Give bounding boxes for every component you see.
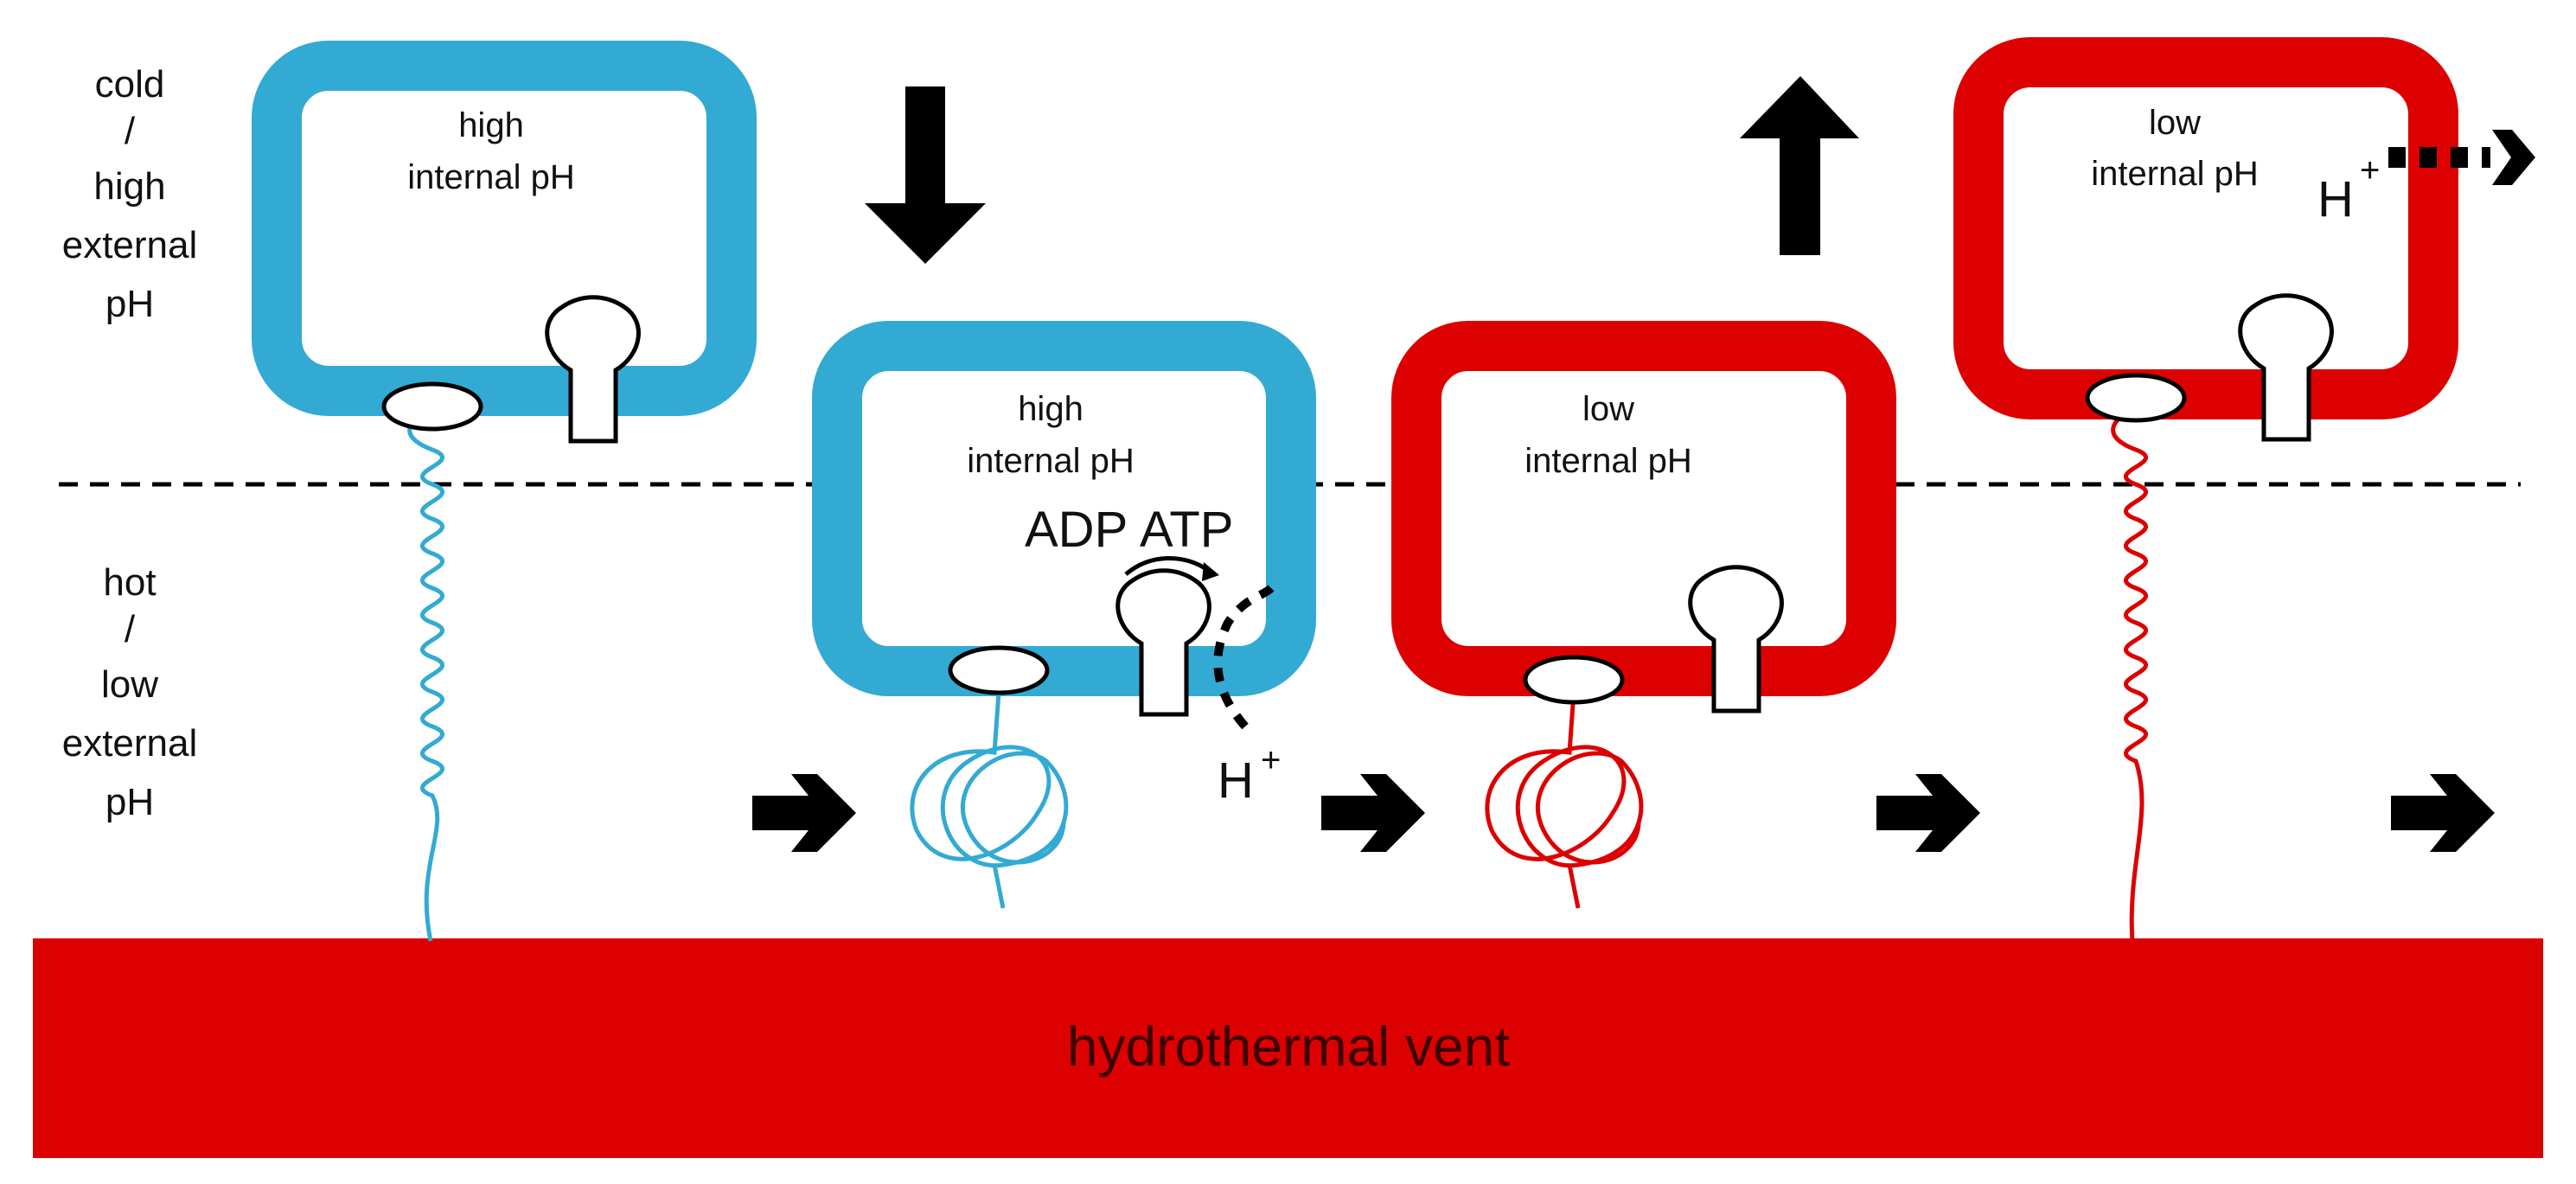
svg-text:/: / [125,608,136,650]
right-arrow-icon [2391,774,2495,852]
cell-label: low internal pH [1525,390,1691,480]
efflux-proton-label: H + [2317,151,2380,227]
svg-text:internal pH: internal pH [407,158,574,196]
svg-text:low: low [2149,104,2201,142]
adp-label: ADP [1025,502,1128,558]
right-arrow-icon [1321,774,1425,852]
anchor-protein [948,645,1050,695]
atp-label: ATP [1140,502,1234,558]
tether-coil-icon [2111,406,2148,942]
anchor-protein [2085,373,2187,423]
hot-zone-label: hot / low external pH [62,561,198,823]
svg-text:high: high [93,165,165,208]
proton-path-icon [1213,585,1275,730]
atp-synthase-icon [2238,293,2334,442]
svg-text:low: low [101,663,158,706]
right-arrow-icon [1876,774,1980,852]
svg-text:external: external [62,722,198,765]
cell-membrane [1953,37,2458,419]
cell-label: high internal pH [967,390,1134,480]
svg-text:pH: pH [105,283,154,325]
down-arrow-icon [865,86,986,264]
cell-label: high internal pH [407,106,574,196]
anchor-protein [1523,655,1625,705]
cell-label: low internal pH [2091,104,2258,193]
cell-membrane [1391,321,1896,696]
svg-text:internal pH: internal pH [1525,442,1691,480]
svg-text:internal pH: internal pH [967,442,1134,480]
svg-text:pH: pH [105,781,154,823]
svg-text:high: high [458,106,524,144]
anchor-protein [381,381,483,432]
right-arrow-icon [2492,130,2535,185]
svg-text:H: H [2317,171,2354,227]
rotation-arrow-icon [1124,556,1211,576]
rotation-arrowhead-icon [1202,562,1219,581]
svg-text:+: + [1261,741,1281,779]
hydrothermal-vent [33,938,2543,1158]
svg-text:H: H [1218,752,1254,809]
right-arrow-icon [752,774,856,852]
svg-text:external: external [62,224,198,266]
proton-label: H + [1218,741,1281,809]
vent-label: hydrothermal vent [1067,1015,1510,1078]
tether-tangle-icon [910,691,1069,909]
tether-coil-icon [407,406,444,942]
svg-text:+: + [2360,151,2380,189]
atp-synthase-icon [1115,568,1211,717]
svg-text:hot: hot [103,561,156,604]
svg-text:high: high [1018,390,1083,428]
svg-text:internal pH: internal pH [2091,155,2258,193]
svg-text:cold: cold [95,63,165,106]
up-arrow-icon [1740,76,1859,255]
atp-synthase-icon [545,295,641,444]
cold-zone-label: cold / high external pH [62,63,198,325]
svg-text:low: low [1582,390,1634,428]
tether-tangle-icon [1485,691,1644,909]
svg-text:/: / [125,110,136,152]
atp-synthase-icon [1688,565,1784,714]
